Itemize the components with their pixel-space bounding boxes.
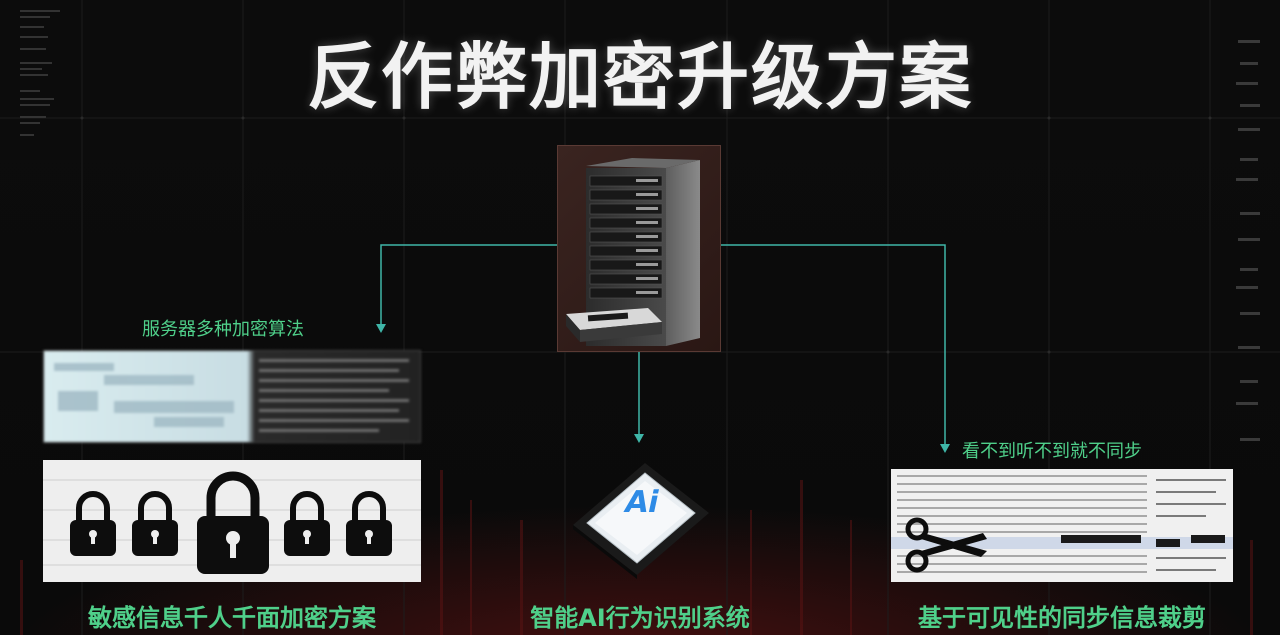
left-caption-bottom: 敏感信息千人千面加密方案	[88, 604, 376, 632]
server-image	[557, 145, 721, 352]
encryption-code-screenshot	[43, 350, 421, 443]
padlock-icon	[290, 491, 324, 522]
right-caption-bottom: 基于可见性的同步信息裁剪	[918, 604, 1206, 632]
arrow-center-icon	[634, 434, 644, 443]
padlock-icon	[138, 491, 172, 522]
arrow-right-icon	[940, 444, 950, 453]
connector-left	[380, 244, 557, 326]
server-rack-icon	[566, 158, 700, 346]
padlock-icon	[352, 491, 386, 522]
ai-chip-icon	[573, 463, 709, 579]
padlocks-image	[43, 460, 421, 582]
arrow-left-icon	[376, 324, 386, 333]
slide-title: 反作弊加密升级方案	[306, 35, 973, 119]
center-caption-bottom: 智能AI行为识别系统	[530, 604, 750, 632]
scissors-blades-icon	[921, 533, 987, 557]
scissors-icon	[905, 517, 929, 573]
connector-right	[721, 244, 946, 446]
ai-chip-image: Ai	[565, 455, 715, 580]
sync-data-screenshot	[891, 469, 1233, 582]
left-caption-top: 服务器多种加密算法	[142, 319, 304, 340]
right-caption-top: 看不到听不到就不同步	[962, 441, 1142, 462]
ai-chip-label: Ai	[621, 485, 663, 520]
padlock-icon	[76, 491, 110, 522]
padlock-icon	[206, 471, 260, 518]
